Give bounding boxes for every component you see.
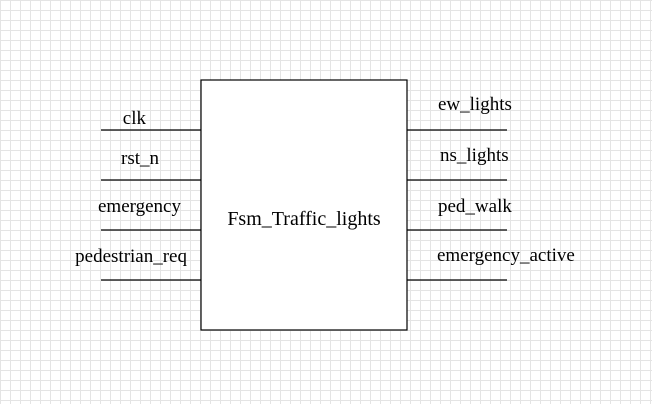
output-label-ew-lights: ew_lights [438, 94, 512, 115]
output-label-ped-walk: ped_walk [438, 196, 512, 217]
input-label-emergency: emergency [98, 196, 181, 217]
fsm-block[interactable] [200, 79, 408, 331]
input-label-rst-n: rst_n [121, 148, 159, 169]
output-label-ns-lights: ns_lights [440, 145, 509, 166]
input-label-pedestrian-req: pedestrian_req [75, 246, 187, 267]
input-label-clk: clk [122, 108, 146, 129]
output-label-emergency-active: emergency_active [437, 245, 575, 266]
block-title: Fsm_Traffic_lights [227, 208, 381, 230]
